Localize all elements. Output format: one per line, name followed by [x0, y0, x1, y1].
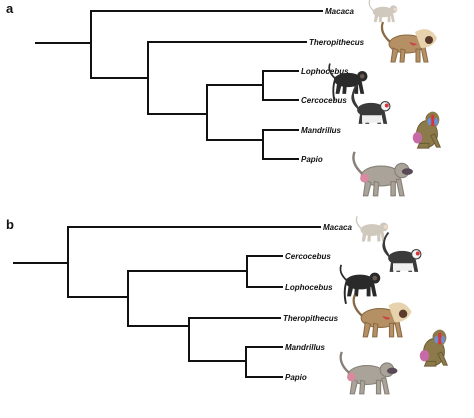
taxon-label-mandrillus: Mandrillus: [301, 126, 342, 135]
taxon-label-mandrillus: Mandrillus: [285, 343, 326, 352]
taxon-label-macaca: Macaca: [325, 7, 354, 16]
baboon-illustration-a: [352, 150, 413, 198]
tree-a-taxon-labels: Macaca Theropithecus Lophocebus Cercoceb…: [301, 7, 365, 164]
macaque-illustration-a: [368, 0, 398, 23]
black-mangabey-illustration-a: [328, 62, 368, 102]
gelada-illustration-b: [352, 293, 412, 339]
taxon-label-cercocebus: Cercocebus: [285, 252, 331, 261]
macaque-illustration-b: [355, 215, 389, 242]
taxon-label-macaca: Macaca: [323, 223, 352, 232]
taxon-label-papio: Papio: [301, 155, 323, 164]
mandrill-illustration-b: [419, 329, 448, 367]
taxon-label-theropithecus: Theropithecus: [309, 38, 365, 47]
taxon-label-theropithecus: Theropithecus: [283, 314, 339, 323]
white-collared-mangabey-illustration-b: [382, 231, 422, 273]
gelada-illustration-a: [380, 20, 437, 64]
taxon-label-papio: Papio: [285, 373, 307, 382]
taxon-label-cercocebus: Cercocebus: [301, 96, 347, 105]
panel-label-b: b: [6, 217, 14, 232]
tree-b-branches: [13, 226, 321, 378]
taxon-label-lophocebus: Lophocebus: [301, 67, 349, 76]
panel-label-a: a: [6, 1, 14, 16]
mandrill-illustration-a: [412, 111, 441, 149]
black-mangabey-illustration-b: [339, 263, 381, 305]
baboon-illustration-b: [339, 350, 398, 396]
tree-a-branches: [35, 10, 323, 160]
panel-a: a Macaca: [6, 0, 441, 198]
white-collared-mangabey-illustration-a: [351, 83, 391, 125]
panel-b: b Macaca Cercocebus Lophocebus Th: [6, 215, 448, 396]
tree-b-taxon-labels: Macaca Cercocebus Lophocebus Theropithec…: [283, 223, 352, 382]
taxon-label-lophocebus: Lophocebus: [285, 283, 333, 292]
